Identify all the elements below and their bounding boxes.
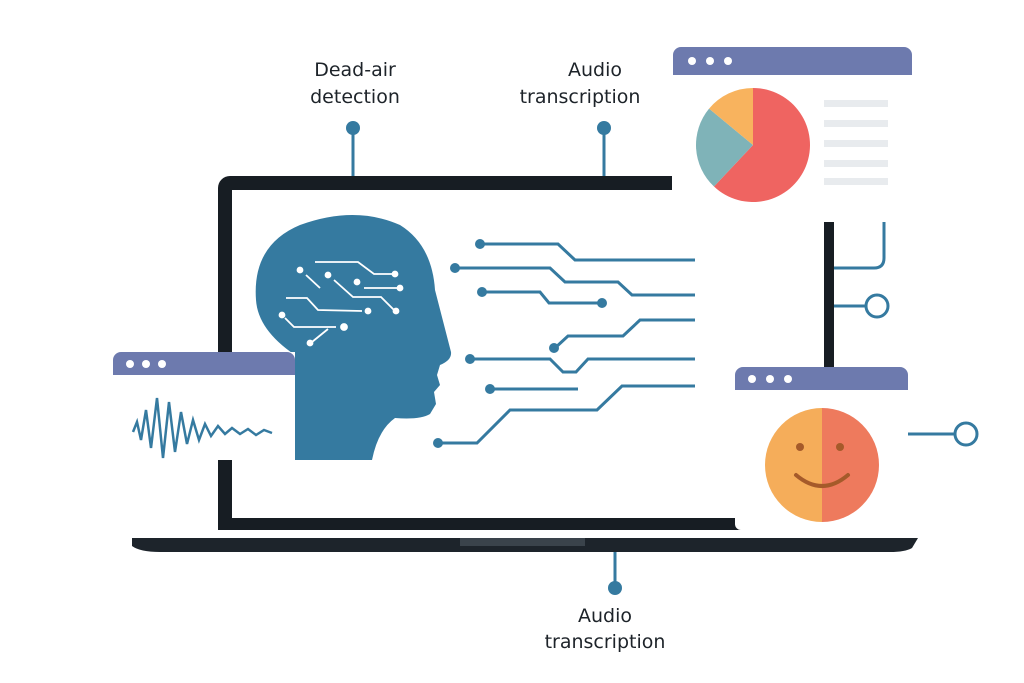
sentiment-window — [735, 367, 908, 530]
smiley-face-icon — [765, 408, 879, 522]
pie-chart-icon — [696, 88, 810, 202]
connector-sentiment — [908, 421, 979, 447]
pie-chart-window — [673, 47, 912, 222]
connector-bottom — [608, 552, 622, 595]
pie-slice-orange — [709, 88, 753, 145]
label-transcription-bottom-1: Audio — [578, 605, 632, 627]
label-transcription-top-2: transcription — [520, 86, 641, 108]
connector-pie — [834, 222, 890, 319]
sound-wave-icon — [131, 397, 273, 459]
ai-head-icon — [255, 215, 452, 460]
label-dead-air-2: detection — [310, 86, 400, 108]
label-transcription-bottom-2: transcription — [545, 631, 666, 653]
circuit-traces — [433, 239, 695, 448]
label-dead-air-1: Dead-air — [314, 59, 396, 81]
label-transcription-top-1: Audio — [568, 59, 622, 81]
sound-wave-window — [113, 352, 295, 460]
pie-slice-red — [713, 88, 810, 202]
connector-dead-air — [346, 121, 611, 176]
pie-slice-teal — [696, 108, 753, 187]
laptop-icon — [132, 176, 918, 552]
